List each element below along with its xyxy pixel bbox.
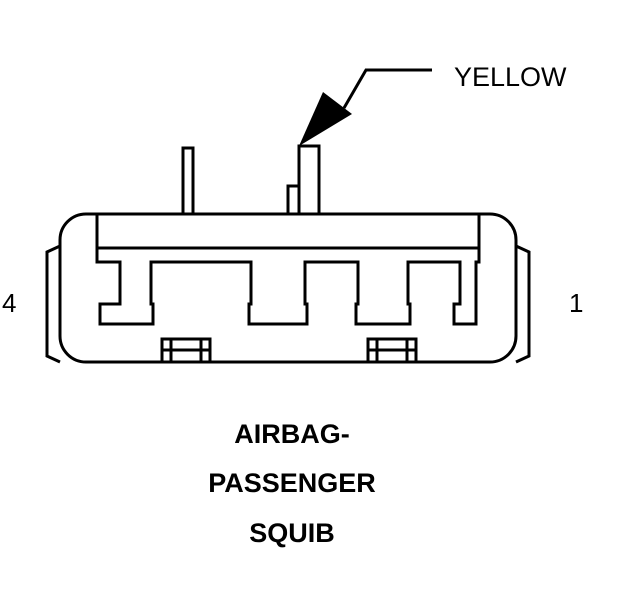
callout-arrowhead [299,92,352,146]
title-line-1: AIRBAG- [234,419,350,449]
wire-color-label: YELLOW [454,62,567,92]
title-line-3: SQUIB [249,518,335,548]
locking-tab-right [366,337,418,364]
pin-number-right: 1 [569,288,583,318]
terminal-cavities [95,214,481,326]
top-pin-step [286,184,301,216]
connector-right-rail [515,244,531,364]
top-pin-yellow [297,144,321,216]
top-pin-left [181,146,195,216]
locking-tab-left [160,337,212,364]
connector-left-rail [45,244,61,364]
callout-leader-line [342,68,432,109]
title-line-2: PASSENGER [208,468,376,498]
pin-number-left: 4 [2,288,16,318]
connector-housing [58,212,518,364]
